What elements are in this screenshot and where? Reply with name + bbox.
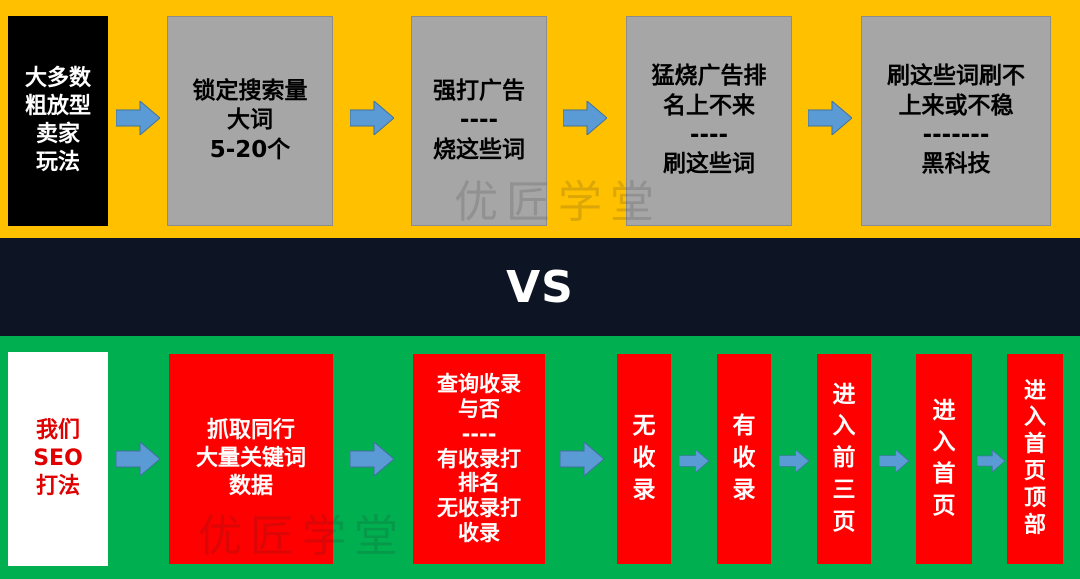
top-step-line: 强打广告 <box>433 77 525 104</box>
top-step-line: 黑科技 <box>921 151 991 178</box>
bottom-step-line: 有 <box>732 413 756 440</box>
top-step-4: 刷这些词刷不 上来或不稳 ------- 黑科技 <box>861 16 1051 226</box>
bottom-step-4: 有 收 录 <box>717 354 771 564</box>
bottom-label-line: 打法 <box>35 474 80 500</box>
bottom-step-6: 进 入 首 页 <box>916 354 972 564</box>
arrow-right-icon <box>808 101 852 135</box>
top-step-line: 上来或不稳 <box>898 92 1014 119</box>
bottom-step-line: 前 <box>832 445 856 472</box>
arrow-right-icon <box>779 448 809 474</box>
bottom-step-line: 页 <box>1023 459 1046 484</box>
bottom-label-line: 我们 <box>35 417 80 443</box>
bottom-step-line: 进 <box>932 397 956 424</box>
top-step-2: 强打广告 ---- 烧这些词 <box>411 16 547 226</box>
top-step-line: 刷这些词 <box>663 151 755 178</box>
top-step-line: 锁定搜索量 <box>192 77 308 104</box>
top-label-line: 大多数 <box>24 65 91 91</box>
bottom-step-line: 收 <box>632 445 656 472</box>
bottom-step-line: 排名 <box>458 471 500 496</box>
bottom-step-line: 数据 <box>228 474 273 500</box>
top-label-line: 卖家 <box>35 122 80 147</box>
bottom-step-line: 首 <box>932 461 956 487</box>
bottom-step-line: 入 <box>1023 405 1046 431</box>
arrow-right-icon <box>116 101 160 135</box>
bottom-step-line: ---- <box>461 421 497 446</box>
bottom-step-line: 有收录打 <box>437 446 521 471</box>
bottom-step-line: 部 <box>1023 512 1046 538</box>
top-label-box: 大多数 粗放型 卖家 玩法 <box>8 16 108 226</box>
top-step-line: 名上不来 <box>663 92 755 119</box>
bottom-step-line: 录 <box>632 476 656 503</box>
bottom-step-line: 首 <box>1023 432 1046 458</box>
arrow-right-icon <box>116 442 160 476</box>
bottom-step-line: 页 <box>832 508 856 535</box>
arrow-right-icon <box>563 101 607 135</box>
top-step-3: 猛烧广告排 名上不来 ---- 刷这些词 <box>626 16 792 226</box>
watermark-top: 优匠学堂 <box>454 177 662 228</box>
bottom-step-1: 抓取同行 大量关键词 数据 <box>169 354 333 564</box>
arrow-right-icon <box>679 448 709 474</box>
bottom-step-line: 顶 <box>1023 485 1046 511</box>
bottom-step-2: 查询收录 与否 ---- 有收录打 排名 无收录打 收录 <box>413 354 545 564</box>
bottom-step-line: 录 <box>732 476 756 503</box>
bottom-step-line: 入 <box>832 413 856 440</box>
arrow-right-icon <box>350 442 394 476</box>
top-label-line: 粗放型 <box>24 93 91 119</box>
bottom-label-box: 我们 SEO 打法 <box>8 352 108 566</box>
top-step-line: 大词 <box>227 107 273 134</box>
vs-divider-text: VS <box>506 261 574 313</box>
bottom-step-line: 收录 <box>458 520 500 545</box>
bottom-step-line: 收 <box>732 445 756 472</box>
watermark-bottom: 优匠学堂 <box>198 511 406 562</box>
top-label-line: 玩法 <box>35 150 80 176</box>
bottom-step-line: 无 <box>632 413 656 440</box>
arrow-right-icon <box>560 442 604 476</box>
top-step-line: 烧这些词 <box>433 136 525 163</box>
arrow-right-icon <box>350 101 394 135</box>
bottom-label-line: SEO <box>33 445 83 471</box>
top-step-line: 猛烧广告排 <box>651 63 767 90</box>
top-step-line: ---- <box>459 107 499 134</box>
bottom-step-line: 页 <box>932 492 956 519</box>
arrow-right-icon <box>977 449 1005 473</box>
bottom-step-line: 三 <box>832 476 856 503</box>
top-step-line: 5-20个 <box>209 136 291 163</box>
top-step-line: 刷这些词刷不 <box>887 63 1025 90</box>
bottom-step-line: 抓取同行 <box>206 417 295 443</box>
bottom-step-line: 无收录打 <box>437 496 521 521</box>
bottom-step-line: 与否 <box>458 397 500 422</box>
bottom-step-line: 入 <box>932 429 956 456</box>
top-step-line: ------- <box>922 122 990 148</box>
bottom-step-line: 进 <box>1023 378 1046 404</box>
bottom-step-3: 无 收 录 <box>617 354 671 564</box>
top-step-line: ---- <box>689 122 729 148</box>
top-step-1: 锁定搜索量 大词 5-20个 <box>167 16 333 226</box>
arrow-right-icon <box>879 448 909 474</box>
bottom-step-line: 进 <box>832 381 856 408</box>
bottom-step-7: 进 入 首 页 顶 部 <box>1007 354 1063 564</box>
bottom-step-line: 大量关键词 <box>195 445 306 471</box>
bottom-step-5: 进 入 前 三 页 <box>817 354 871 564</box>
middle-band <box>0 238 1080 336</box>
bottom-step-line: 查询收录 <box>437 372 521 397</box>
